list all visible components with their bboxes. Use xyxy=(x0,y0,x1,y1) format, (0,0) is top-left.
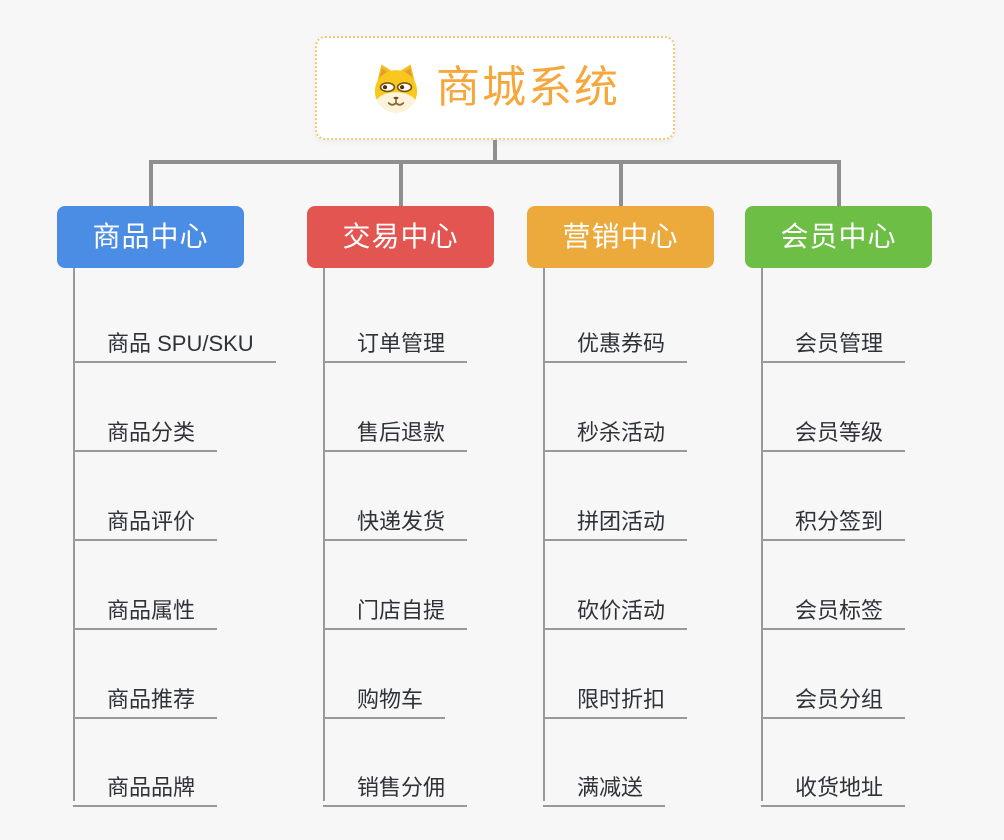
root-label: 商城系统 xyxy=(436,63,620,112)
leaf-node[interactable]: 满减送 xyxy=(543,753,666,807)
leaf-label: 会员管理 xyxy=(795,331,884,356)
trunk-line-product-center xyxy=(73,268,75,801)
doge-icon xyxy=(370,61,422,115)
category-node-trade-center[interactable]: 交易中心 xyxy=(307,206,494,268)
category-label: 商品中心 xyxy=(92,221,209,252)
category-node-member-center[interactable]: 会员中心 xyxy=(745,206,932,268)
category-node-marketing-center[interactable]: 营销中心 xyxy=(527,206,714,268)
drop-line-member-center xyxy=(836,160,841,206)
leaf-label: 销售分佣 xyxy=(357,775,446,800)
leaf-node[interactable]: 会员标签 xyxy=(761,576,906,630)
leaf-label: 满减送 xyxy=(577,775,644,800)
leaf-label: 积分签到 xyxy=(795,509,884,534)
root-node[interactable]: 商城系统 xyxy=(315,36,675,140)
leaf-node[interactable]: 购物车 xyxy=(323,665,446,719)
leaf-label: 购物车 xyxy=(357,687,424,712)
leaf-node[interactable]: 商品评价 xyxy=(73,487,218,541)
leaf-label: 商品 SPU/SKU xyxy=(107,331,254,356)
category-label: 营销中心 xyxy=(562,221,679,252)
leaf-label: 秒杀活动 xyxy=(577,420,666,445)
trunk-line-member-center xyxy=(761,268,763,801)
trunk-line-trade-center xyxy=(323,268,325,801)
leaf-label: 拼团活动 xyxy=(577,509,666,534)
leaf-label: 订单管理 xyxy=(357,331,446,356)
leaf-label: 商品分类 xyxy=(107,420,196,445)
drop-line-trade-center xyxy=(398,160,403,206)
leaf-node[interactable]: 销售分佣 xyxy=(323,753,468,807)
drop-line-product-center xyxy=(148,160,153,206)
leaf-label: 收货地址 xyxy=(795,775,884,800)
leaf-label: 商品属性 xyxy=(107,598,196,623)
leaf-node[interactable]: 收货地址 xyxy=(761,753,906,807)
leaf-node[interactable]: 拼团活动 xyxy=(543,487,688,541)
leaf-node[interactable]: 商品属性 xyxy=(73,576,218,630)
leaf-node[interactable]: 商品品牌 xyxy=(73,753,218,807)
leaf-label: 门店自提 xyxy=(357,598,446,623)
leaf-label: 砍价活动 xyxy=(577,598,666,623)
leaf-node[interactable]: 会员管理 xyxy=(761,309,906,363)
category-label: 会员中心 xyxy=(780,221,897,252)
leaf-label: 限时折扣 xyxy=(577,687,666,712)
leaf-node[interactable]: 优惠券码 xyxy=(543,309,688,363)
leaf-label: 会员标签 xyxy=(795,598,884,623)
leaf-label: 商品评价 xyxy=(107,509,196,534)
leaf-node[interactable]: 售后退款 xyxy=(323,398,468,452)
leaf-node[interactable]: 会员分组 xyxy=(761,665,906,719)
leaf-node[interactable]: 秒杀活动 xyxy=(543,398,688,452)
drop-line-marketing-center xyxy=(618,160,623,206)
leaf-label: 会员分组 xyxy=(795,687,884,712)
leaf-node[interactable]: 砍价活动 xyxy=(543,576,688,630)
leaf-node[interactable]: 商品 SPU/SKU xyxy=(73,309,276,363)
leaf-label: 售后退款 xyxy=(357,420,446,445)
root-connector-stub xyxy=(493,140,497,164)
leaf-node[interactable]: 订单管理 xyxy=(323,309,468,363)
leaf-node[interactable]: 限时折扣 xyxy=(543,665,688,719)
category-label: 交易中心 xyxy=(342,221,459,252)
category-node-product-center[interactable]: 商品中心 xyxy=(57,206,244,268)
leaf-node[interactable]: 商品推荐 xyxy=(73,665,218,719)
branch-rail xyxy=(148,160,841,164)
leaf-label: 会员等级 xyxy=(795,420,884,445)
leaf-label: 优惠券码 xyxy=(577,331,666,356)
leaf-node[interactable]: 积分签到 xyxy=(761,487,906,541)
leaf-node[interactable]: 商品分类 xyxy=(73,398,218,452)
leaf-node[interactable]: 会员等级 xyxy=(761,398,906,452)
leaf-label: 商品品牌 xyxy=(107,775,196,800)
leaf-node[interactable]: 快递发货 xyxy=(323,487,468,541)
leaf-label: 快递发货 xyxy=(357,509,446,534)
leaf-label: 商品推荐 xyxy=(107,687,196,712)
trunk-line-marketing-center xyxy=(543,268,545,801)
leaf-node[interactable]: 门店自提 xyxy=(323,576,468,630)
